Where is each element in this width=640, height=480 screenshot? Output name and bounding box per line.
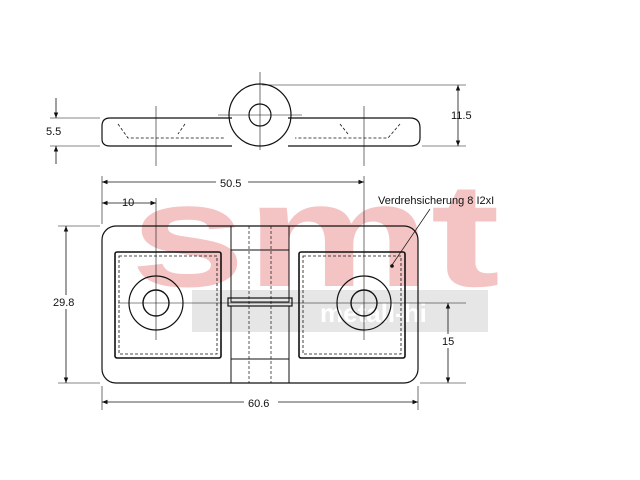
watermark-band — [192, 290, 488, 332]
dimension-hole-center-height: 15 — [402, 302, 466, 384]
dimension-overall-height: 29.8 — [50, 225, 100, 384]
knuckle-segment-bottom — [230, 358, 290, 384]
dimension-hole-offset: 10 — [102, 197, 156, 209]
watermark-subtext: metall-hi — [320, 298, 427, 328]
dimension-hole-offset-label: 10 — [122, 197, 134, 209]
center-lines — [118, 176, 402, 340]
dimension-thickness: 5.5 — [46, 98, 100, 164]
dimension-hole-center-height-label: 15 — [442, 336, 454, 348]
dimension-knuckle-height: 11.5 — [262, 84, 472, 147]
side-view-right-leaf — [288, 117, 421, 147]
dimension-hole-spacing: 50.5 — [101, 175, 364, 224]
top-view — [101, 176, 419, 384]
dimension-hole-spacing-label: 50.5 — [220, 178, 241, 190]
dimension-knuckle-height-label: 11.5 — [451, 110, 472, 122]
dimension-overall-width: 60.6 — [101, 386, 419, 410]
dimension-thickness-label: 5.5 — [46, 126, 61, 138]
dimension-overall-height-label: 29.8 — [53, 297, 74, 309]
watermark: smt metall-hi — [130, 153, 500, 332]
anti-rotation-annotation: Verdrehsicherung 8 I2xI — [378, 195, 494, 268]
knuckle-segment-middle — [230, 249, 290, 303]
side-view — [101, 72, 421, 166]
side-view-left-leaf — [101, 117, 232, 147]
anti-rotation-label: Verdrehsicherung 8 I2xI — [378, 195, 494, 207]
dimension-overall-width-label: 60.6 — [248, 398, 269, 410]
